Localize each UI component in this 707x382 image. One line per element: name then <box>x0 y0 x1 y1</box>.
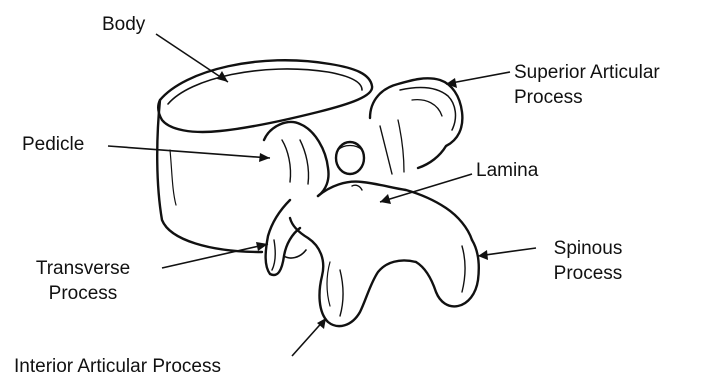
label-transverse-line2: Process <box>14 283 152 305</box>
arrowhead-spinous <box>478 250 488 260</box>
label-spinous-process: Spinous Process <box>540 238 636 285</box>
label-body: Body <box>102 14 145 36</box>
arrowhead-lamina <box>380 194 391 204</box>
label-spinous-line1: Spinous <box>540 238 636 260</box>
label-superior-articular-line1: Superior Articular <box>514 62 660 84</box>
superior-articular-process-outline <box>370 78 462 168</box>
leader-body <box>156 34 228 82</box>
vertebral-body-top <box>158 60 372 132</box>
inferior-articular-process-outline <box>290 218 416 326</box>
label-lamina: Lamina <box>476 160 538 182</box>
leader-pedicle <box>108 146 270 158</box>
label-transverse-process: Transverse Process <box>14 258 152 305</box>
vertebral-body-side <box>157 100 262 252</box>
label-spinous-line2: Process <box>540 263 636 285</box>
label-pedicle: Pedicle <box>22 134 84 156</box>
label-superior-articular-line2: Process <box>514 87 660 109</box>
label-superior-articular-process: Superior Articular Process <box>514 62 660 109</box>
spinous-process-outline <box>416 240 479 306</box>
label-interior-articular-process: Interior Articular Process <box>14 356 221 378</box>
pedicle-outline <box>264 122 329 196</box>
vertebral-foramen <box>336 142 364 174</box>
arrowhead-pedicle <box>259 153 270 162</box>
lamina-outline <box>318 182 472 240</box>
label-transverse-line1: Transverse <box>14 258 152 280</box>
transverse-process-outline <box>266 200 300 275</box>
arrowhead-body <box>217 71 228 82</box>
